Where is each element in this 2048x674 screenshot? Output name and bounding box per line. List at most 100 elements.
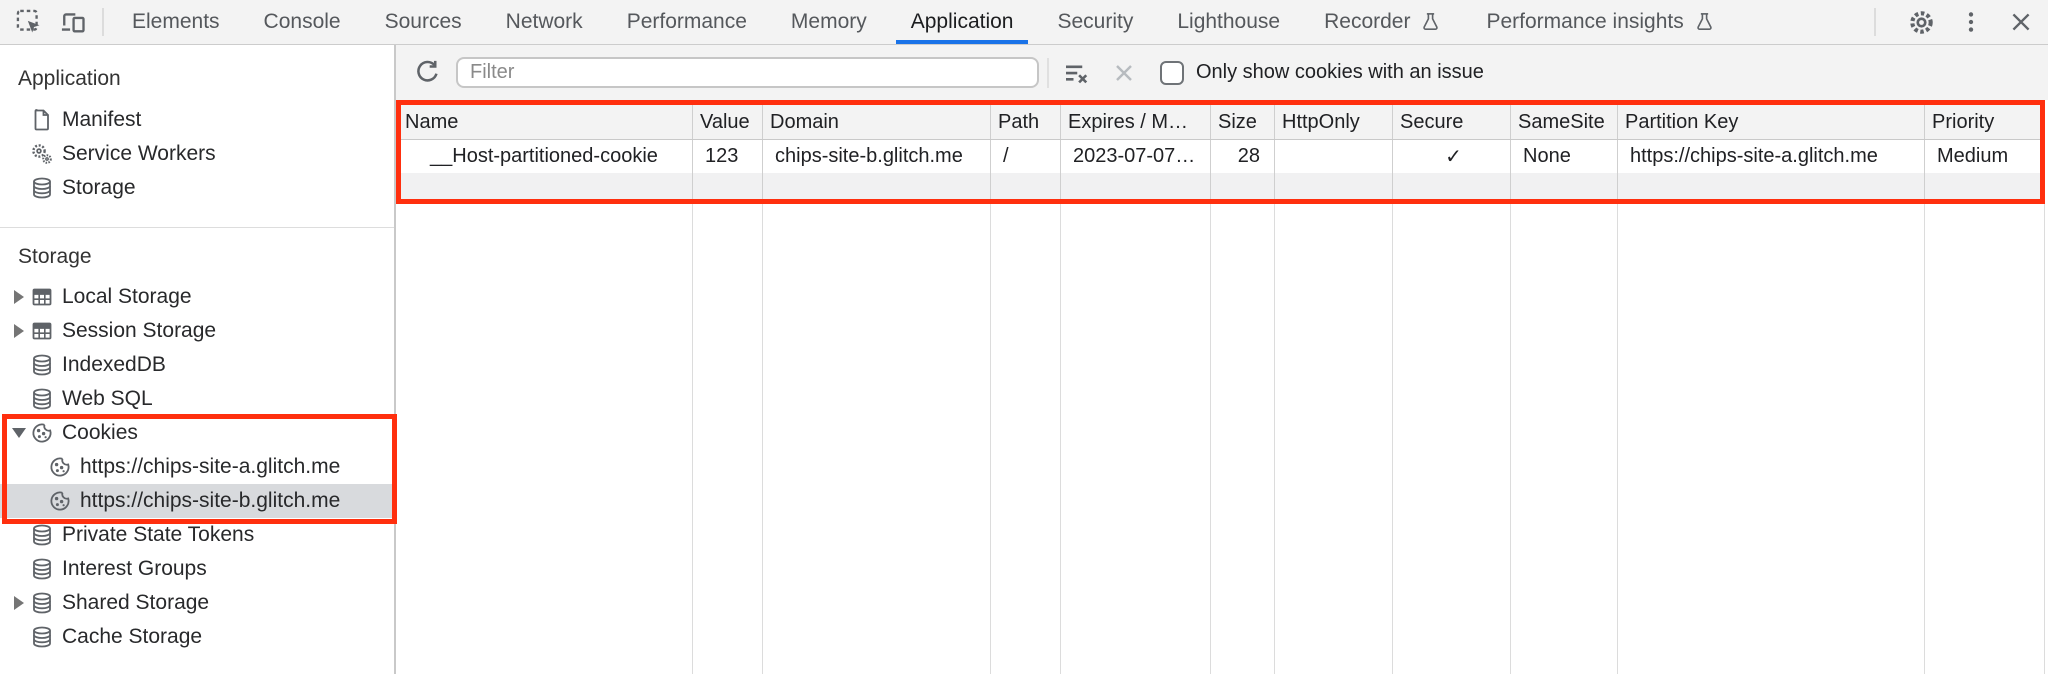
column-header-priority[interactable]: Priority: [1932, 110, 1995, 133]
cookie-row-empty-stripe: [398, 173, 2045, 199]
table-icon: [30, 285, 54, 309]
triangle-right-icon[interactable]: [8, 324, 30, 338]
empty-column-path: [991, 204, 1061, 674]
empty-column-samesite: [1511, 204, 1618, 674]
close-icon[interactable]: [2006, 7, 2036, 37]
tab-console[interactable]: Console: [242, 0, 363, 44]
sidebar-item-cache-storage[interactable]: Cache Storage: [0, 620, 394, 654]
tab-label: Console: [263, 10, 341, 33]
database-icon: [30, 557, 54, 581]
sidebar-item-private-state-tokens[interactable]: Private State Tokens: [0, 518, 394, 552]
column-header-secure[interactable]: Secure: [1393, 105, 1511, 139]
empty-column-expires: [1061, 173, 1211, 199]
device-toolbar-icon[interactable]: [58, 7, 88, 37]
empty-column-path: [991, 173, 1061, 199]
filter-input[interactable]: [456, 57, 1039, 88]
tab-application[interactable]: Application: [889, 0, 1036, 44]
empty-column-domain: [763, 173, 991, 199]
sidebar-item-service-workers[interactable]: Service Workers: [0, 137, 394, 171]
column-header-domain[interactable]: Domain: [763, 105, 991, 139]
empty-column-samesite: [1511, 173, 1618, 199]
empty-column-partition_key: [1618, 173, 1925, 199]
tab-lighthouse[interactable]: Lighthouse: [1155, 0, 1302, 44]
column-header-samesite[interactable]: SameSite: [1511, 105, 1618, 139]
sidebar-item-label: Interest Groups: [62, 557, 207, 580]
cell-priority: Medium: [1937, 145, 2009, 167]
tab-sources[interactable]: Sources: [363, 0, 484, 44]
devtools-tab-bar: Elements Console Sources Network Performance…: [0, 0, 2048, 45]
triangle-right-icon[interactable]: [8, 290, 30, 304]
cell-size: 28: [1211, 140, 1275, 173]
inspect-element-icon[interactable]: [14, 7, 44, 37]
sidebar-item-storage[interactable]: Storage: [0, 171, 394, 205]
empty-column-value: [693, 173, 763, 199]
settings-gear-icon[interactable]: [1906, 7, 1936, 37]
tabbar-right-controls: [1874, 0, 2048, 44]
empty-column-expires: [1061, 204, 1211, 674]
sidebar-item-label: Manifest: [62, 108, 142, 131]
database-icon: [30, 625, 54, 649]
sidebar-item-web-sql[interactable]: Web SQL: [0, 382, 394, 416]
delete-cookies-icon[interactable]: [1108, 57, 1140, 89]
tab-label: Elements: [132, 10, 220, 33]
tab-performance-insights[interactable]: Performance insights: [1464, 0, 1737, 44]
empty-column-secure: [1393, 173, 1511, 199]
sidebar-item-cookies[interactable]: Cookies: [0, 416, 394, 450]
tab-label: Performance insights: [1486, 10, 1684, 33]
clear-filter-icon[interactable]: [1060, 57, 1092, 89]
column-header-partition_key[interactable]: Partition Key: [1618, 105, 1925, 139]
sidebar-item-https-chips-site-b-glitch-me[interactable]: https://chips-site-b.glitch.me: [0, 484, 394, 518]
database-icon: [30, 523, 54, 547]
refresh-icon[interactable]: [411, 57, 443, 89]
tab-label: Sources: [384, 10, 462, 33]
triangle-down-icon[interactable]: [8, 428, 30, 438]
only-issue-checkbox[interactable]: [1160, 60, 1184, 85]
tab-elements[interactable]: Elements: [110, 0, 242, 44]
sidebar-section-title-application: Application: [18, 67, 121, 90]
table-icon: [30, 319, 54, 343]
sidebar-item-local-storage[interactable]: Local Storage: [0, 280, 394, 314]
tab-label: Network: [505, 10, 583, 33]
sidebar-item-label: https://chips-site-a.glitch.me: [80, 455, 341, 478]
tab-recorder[interactable]: Recorder: [1302, 0, 1464, 44]
tab-memory[interactable]: Memory: [769, 0, 889, 44]
cookie-table-empty-area: [398, 204, 2045, 674]
triangle-right-icon[interactable]: [8, 596, 30, 610]
sidebar-item-https-chips-site-a-glitch-me[interactable]: https://chips-site-a.glitch.me: [0, 450, 394, 484]
tab-network[interactable]: Network: [484, 0, 605, 44]
sidebar-item-label: Storage: [62, 176, 136, 199]
sidebar-item-session-storage[interactable]: Session Storage: [0, 314, 394, 348]
document-icon: [30, 108, 54, 132]
sidebar-item-manifest[interactable]: Manifest: [0, 103, 394, 137]
column-header-name[interactable]: Name: [398, 105, 693, 139]
cell-samesite: None: [1511, 140, 1618, 173]
empty-column-size: [1211, 204, 1275, 674]
cell-partition_key: https://chips-site-a.glitch.me: [1618, 140, 1925, 173]
tab-label: Recorder: [1324, 10, 1411, 33]
sidebar-item-shared-storage[interactable]: Shared Storage: [0, 586, 394, 620]
column-header-value[interactable]: Value: [693, 105, 763, 139]
sidebar-item-indexeddb[interactable]: IndexedDB: [0, 348, 394, 382]
sidebar-item-label: Private State Tokens: [62, 523, 255, 546]
cell-value: 123: [693, 140, 763, 173]
empty-column-domain: [763, 204, 991, 674]
tab-security[interactable]: Security: [1035, 0, 1155, 44]
sidebar-item-interest-groups[interactable]: Interest Groups: [0, 552, 394, 586]
gears-icon: [30, 142, 54, 166]
empty-column-priority: [1925, 204, 2045, 674]
empty-column-size: [1211, 173, 1275, 199]
column-header-expires[interactable]: Expires / M…: [1061, 105, 1211, 139]
empty-column-priority: [1925, 173, 2045, 199]
column-header-size[interactable]: Size: [1211, 105, 1275, 139]
column-header-httponly[interactable]: HttpOnly: [1275, 105, 1393, 139]
only-issue-checkbox-label: Only show cookies with an issue: [1196, 61, 1484, 83]
tab-label: Lighthouse: [1177, 10, 1281, 33]
more-menu-icon[interactable]: [1956, 7, 1986, 37]
database-icon: [30, 387, 54, 411]
column-header-path[interactable]: Path: [991, 105, 1061, 139]
tab-performance[interactable]: Performance: [605, 0, 769, 44]
